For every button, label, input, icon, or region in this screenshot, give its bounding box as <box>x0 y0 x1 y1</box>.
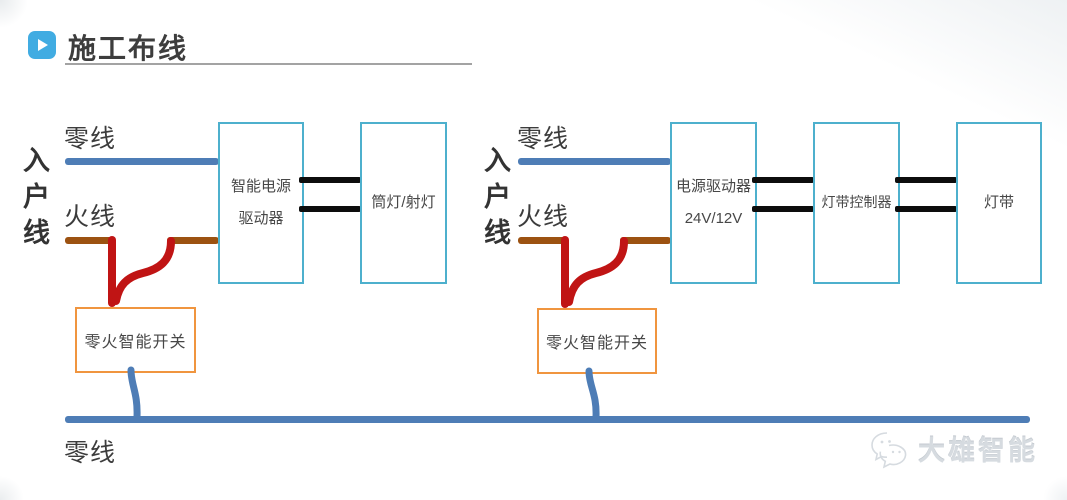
right-live-wire-segment-a <box>518 237 567 244</box>
right-connector-wire-2-top <box>895 177 957 183</box>
left-connector-wire-bottom <box>299 206 361 212</box>
right-load-box: 灯带 <box>956 122 1042 284</box>
right-driver-label-line1: 电源驱动器 <box>675 177 751 195</box>
right-neutral-wire <box>518 158 671 165</box>
strip-controller-box: 灯带控制器 <box>813 122 900 284</box>
play-icon <box>28 31 56 59</box>
left-live-wire-segment-a <box>65 237 115 244</box>
brand-watermark: 大雄智能 <box>866 424 1038 472</box>
right-load-label: 灯带 <box>983 193 1014 211</box>
strip-controller-label: 灯带控制器 <box>821 194 892 211</box>
right-live-wire-segment-b <box>620 237 671 244</box>
chat-bubbles-mascot-icon <box>871 432 907 469</box>
left-load-box: 筒灯/射灯 <box>360 122 447 284</box>
title-underline <box>65 63 472 65</box>
right-incoming-line-label: 入户线 <box>480 146 510 254</box>
right-driver-box: 电源驱动器 24V/12V <box>670 122 757 284</box>
right-live-label: 火线 <box>517 203 570 231</box>
left-incoming-line-label: 入户线 <box>19 146 49 254</box>
left-live-label: 火线 <box>64 203 117 231</box>
left-live-wire-segment-b <box>167 237 219 244</box>
bottom-neutral-label: 零线 <box>64 439 117 467</box>
left-neutral-wire <box>65 158 219 165</box>
bottom-neutral-bus-wire <box>65 416 1030 423</box>
left-load-label: 筒灯/射灯 <box>371 193 436 211</box>
right-smart-switch-label: 零火智能开关 <box>545 335 648 352</box>
left-driver-label-line1: 智能电源 <box>230 177 291 195</box>
play-triangle-icon <box>38 39 48 51</box>
right-connector-wire-2-bottom <box>895 206 957 212</box>
left-switched-live-return-wire <box>112 237 175 305</box>
left-smart-switch-label: 零火智能开关 <box>84 334 187 351</box>
left-connector-wire-top <box>299 177 361 183</box>
left-neutral-label: 零线 <box>64 125 117 153</box>
brand-name: 大雄智能 <box>918 435 1038 466</box>
left-driver-label-line2: 驱动器 <box>238 210 284 227</box>
right-connector-wire-1-top <box>752 177 814 183</box>
right-smart-switch-box: 零火智能开关 <box>537 308 657 374</box>
left-smart-switch-box: 零火智能开关 <box>75 307 196 373</box>
right-driver-label-line2: 24V/12V <box>684 210 743 227</box>
right-switched-live-return-wire <box>565 237 628 306</box>
left-driver-box: 智能电源 驱动器 <box>218 122 304 284</box>
left-switch-neutral-drop-wire <box>127 366 141 421</box>
right-connector-wire-1-bottom <box>752 206 814 212</box>
right-neutral-label: 零线 <box>517 125 570 153</box>
right-switch-neutral-drop-wire <box>585 367 600 421</box>
page-title: 施工布线 <box>68 33 189 64</box>
